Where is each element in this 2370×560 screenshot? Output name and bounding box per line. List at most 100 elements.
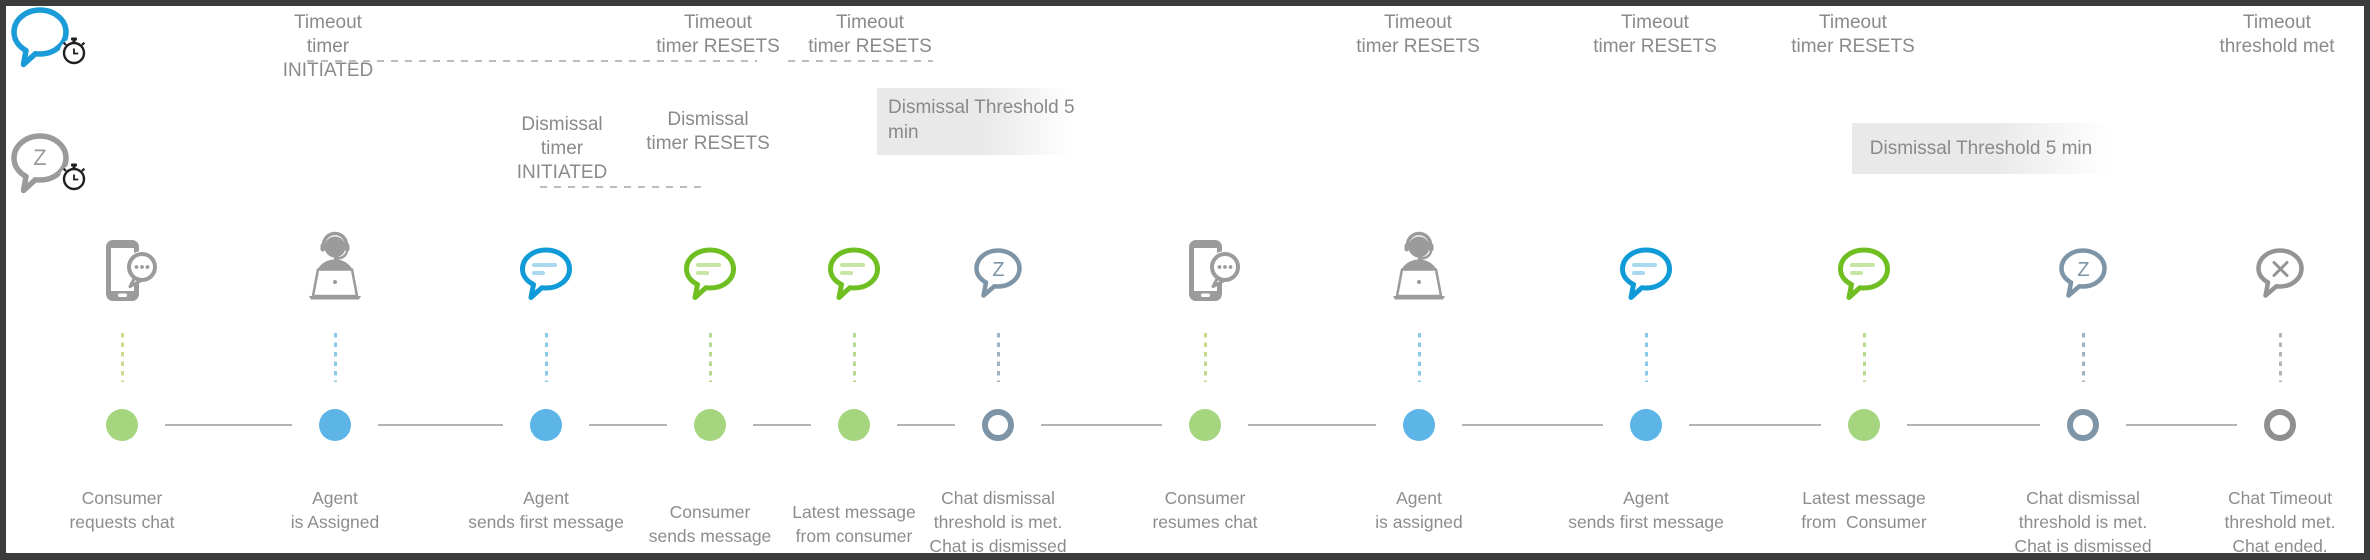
timeout-timer-annotation-line: timer RESETS — [1791, 36, 1915, 57]
timeout-timer-annotation-line: Timeout — [2243, 12, 2311, 33]
timeline-node-label: Consumer requests chat — [69, 486, 174, 534]
timeout-timer-annotation-line: Timeout — [1819, 12, 1887, 33]
svg-text:Z: Z — [2077, 259, 2089, 281]
node-drop-dashes — [1203, 333, 1207, 382]
timeline-connector — [2126, 424, 2237, 426]
timeline-node-dot — [1189, 409, 1221, 441]
timeline-node-label: Chat Timeout threshold met. Chat ended. — [2225, 486, 2336, 558]
phone-chat-icon — [1184, 238, 1242, 309]
timeout-timer-annotation-line: INITIATED — [282, 60, 374, 81]
dismissal-timer-legend-icon: Z — [10, 132, 94, 205]
timeline-connector — [378, 424, 503, 426]
dismissal-timer-annotation-line: timer RESETS — [646, 133, 770, 154]
timeline-node-ring — [2264, 409, 2296, 441]
timeline-node-ring — [982, 409, 1014, 441]
timeout-timer-annotation-line: Timeout — [1384, 12, 1452, 33]
timeline-node-label-line: threshold met. — [2224, 512, 2336, 532]
timeline-node-ring — [2067, 409, 2099, 441]
timeline-connector — [589, 424, 667, 426]
timeline-connector — [1689, 424, 1821, 426]
timeline-node-label-line: is Assigned — [290, 512, 380, 532]
timeout-timer-annotation-line: Timeout — [836, 12, 904, 33]
timeline-node-dot — [838, 409, 870, 441]
timeline-node-label-line: Chat is dismissed — [929, 536, 1067, 556]
timeline-node-label-line: Agent — [312, 488, 358, 508]
dismissal-threshold-text-line: Dismissal Threshold 5 — [888, 97, 1075, 118]
timer-dashed-line — [540, 186, 703, 188]
timeline-node-label-line: Agent — [1623, 488, 1669, 508]
timeline-connector — [753, 424, 811, 426]
timer-dashed-line — [788, 60, 933, 62]
timeline-node-dot — [1630, 409, 1662, 441]
timer-dashed-line — [307, 60, 757, 62]
timeout-timer-annotation-line: timer — [306, 36, 350, 57]
timeline-node-label-line: from Consumer — [1801, 512, 1927, 532]
timeline-node-label-line: threshold is met. — [2018, 512, 2148, 532]
dismissal-timer-annotation-line: timer — [540, 138, 584, 159]
timeline-node-label-line: threshold is met. — [933, 512, 1063, 532]
timeout-timer-annotation-line: timer RESETS — [1356, 36, 1480, 57]
timeline-node-label-line: Chat Timeout — [2227, 488, 2333, 508]
timeout-timer-annotation: Timeout timer RESETS — [1593, 11, 1717, 59]
dismissal-threshold-text: Dismissal Threshold 5 min — [1870, 136, 2092, 161]
timeline-node-label-line: Latest message — [792, 502, 916, 522]
timeline-node-label-line: Chat ended. — [2232, 536, 2328, 556]
timeline-node-label: Agent sends first message — [1568, 486, 1724, 534]
dismissal-timer-annotation-line: INITIATED — [516, 162, 608, 183]
timeline-node-label-line: resumes chat — [1152, 512, 1258, 532]
node-drop-dashes — [1417, 333, 1421, 382]
timeline-node-dot — [694, 409, 726, 441]
svg-text:Z: Z — [992, 259, 1004, 281]
timeline-node-label-line: Agent — [1396, 488, 1442, 508]
timeout-timer-annotation-line: timer RESETS — [1593, 36, 1717, 57]
agent-headset-laptop-icon — [1387, 231, 1451, 316]
chat-ended-bubble-icon — [2254, 246, 2308, 309]
timeout-timer-annotation-line: timer RESETS — [808, 36, 932, 57]
dismissal-threshold-box: Dismissal Threshold 5 min — [1852, 123, 2110, 174]
node-drop-dashes — [2278, 333, 2282, 382]
timeout-timer-annotation-line: Timeout — [294, 12, 362, 33]
agent-message-bubble-icon — [1619, 246, 1673, 311]
snooze-bubble-icon: Z — [2057, 246, 2111, 309]
node-drop-dashes — [1644, 333, 1648, 382]
timeline-node-label-line: Agent — [523, 488, 569, 508]
svg-text:Z: Z — [33, 145, 46, 170]
timeline-node-dot — [319, 409, 351, 441]
timeline-node-label-line: requests chat — [69, 512, 175, 532]
timeline-connector — [1041, 424, 1162, 426]
timeline-connector — [165, 424, 292, 426]
agent-message-bubble-icon — [519, 246, 573, 311]
agent-headset-laptop-icon — [303, 231, 367, 316]
timeline-node-dot — [530, 409, 562, 441]
consumer-message-bubble-icon — [1837, 246, 1891, 311]
timeline-connector — [1907, 424, 2040, 426]
node-drop-dashes — [2081, 333, 2085, 382]
timeline-node-dot — [1403, 409, 1435, 441]
timeline-node-label-line: Consumer — [81, 488, 163, 508]
node-drop-dashes — [333, 333, 337, 382]
node-drop-dashes — [996, 333, 1000, 382]
timeout-timer-legend-icon — [10, 6, 94, 79]
timeout-timer-annotation-line: Timeout — [1621, 12, 1689, 33]
node-drop-dashes — [852, 333, 856, 382]
consumer-message-bubble-icon — [683, 246, 737, 311]
dismissal-threshold-text-line: Dismissal Threshold 5 min — [1869, 138, 2093, 159]
node-drop-dashes — [708, 333, 712, 382]
timeline-node-label: Consumer resumes chat — [1152, 486, 1257, 534]
phone-chat-icon — [101, 238, 159, 309]
node-drop-dashes — [544, 333, 548, 382]
node-drop-dashes — [120, 333, 124, 382]
timeline-node-label-line: sends first message — [1568, 512, 1724, 532]
timeline-node-label-line: sends message — [648, 526, 772, 546]
timeline-node-label-line: Consumer — [1164, 488, 1246, 508]
